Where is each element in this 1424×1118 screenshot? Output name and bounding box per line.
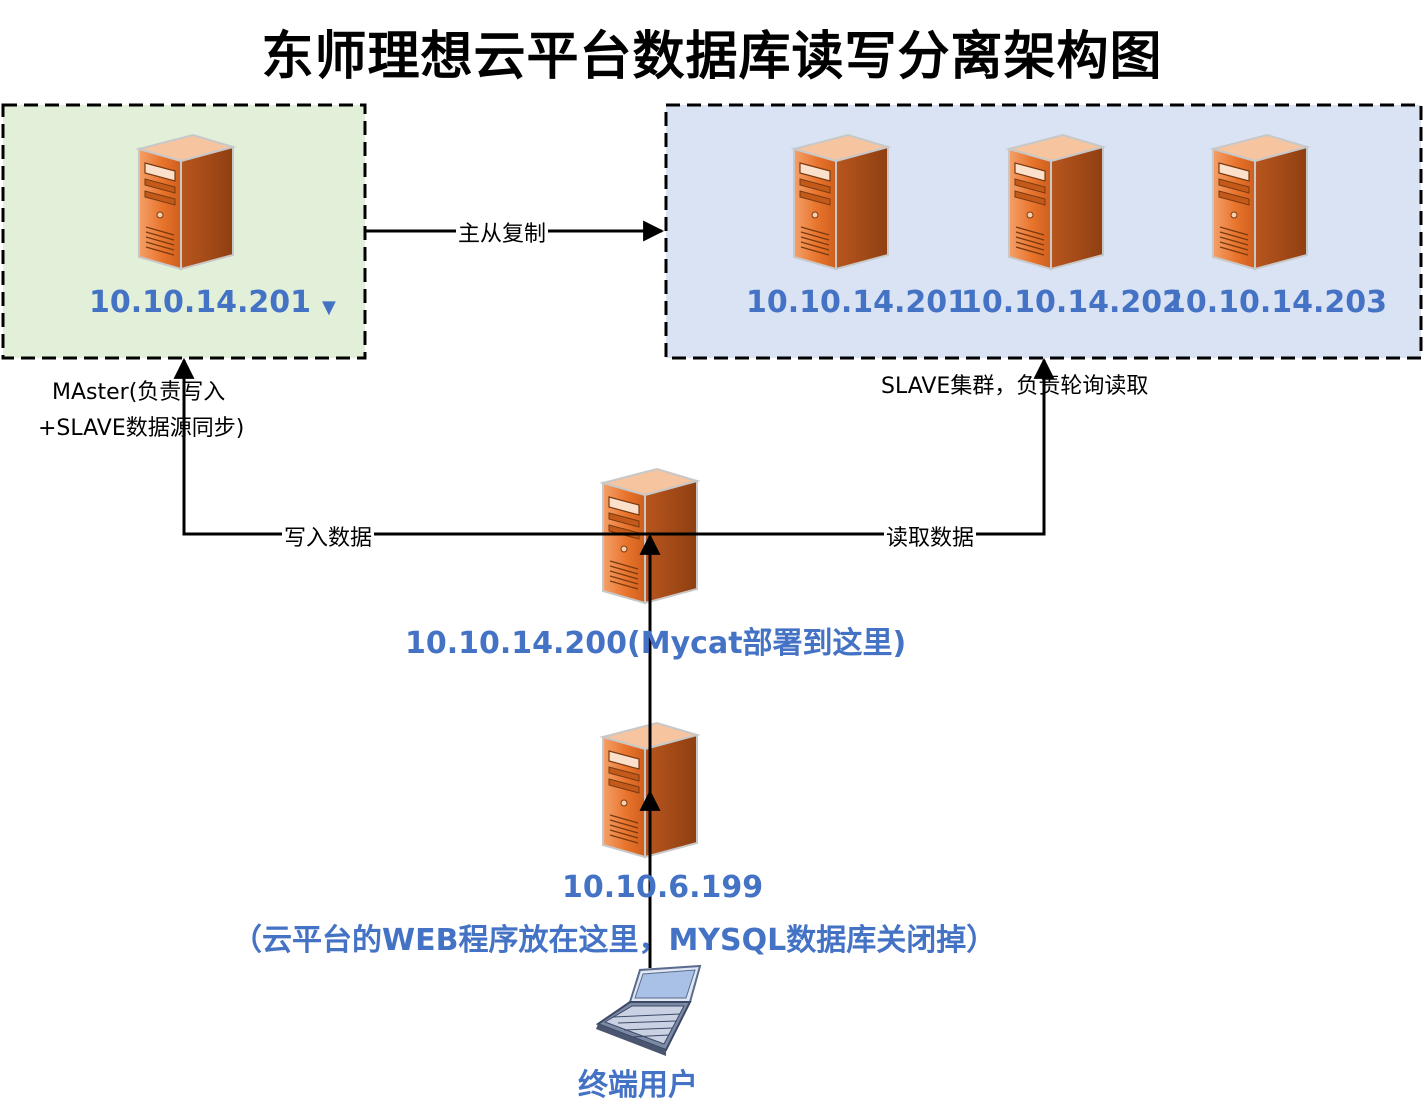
server-icon	[792, 133, 890, 271]
read-label: 读取数据	[884, 520, 977, 552]
web-ip-label: 10.10.6.199	[562, 870, 764, 905]
write-arrow	[173, 357, 650, 536]
slave-ip-label: 10.10.14.201	[746, 285, 969, 320]
client-label: 终端用户	[578, 1068, 698, 1103]
server-icon	[137, 133, 235, 271]
mycat-label: 10.10.14.200(Mycat部署到这里)	[405, 626, 907, 661]
master-ip-label: 10.10.14.201	[89, 285, 312, 320]
read-arrow	[650, 357, 1055, 536]
slave-ip-label: 10.10.14.202	[961, 285, 1184, 320]
master-caption-line1: MAster(负责写入	[52, 380, 226, 405]
dropdown-marker-icon: ▼	[322, 297, 336, 318]
server-icon	[1211, 133, 1309, 271]
slave-ip-label: 10.10.14.203	[1165, 285, 1388, 320]
server-icon	[1007, 133, 1105, 271]
slave-caption: SLAVE集群，负责轮询读取	[881, 374, 1149, 399]
master-caption-line2: +SLAVE数据源同步)	[38, 416, 245, 441]
laptop-icon	[595, 964, 702, 1056]
diagram-title: 东师理想云平台数据库读写分离架构图	[261, 27, 1163, 87]
replication-label: 主从复制	[456, 216, 549, 248]
write-label: 写入数据	[282, 520, 375, 552]
web-caption: （云平台的WEB程序放在这里，MYSQL数据库关闭掉）	[232, 923, 997, 958]
